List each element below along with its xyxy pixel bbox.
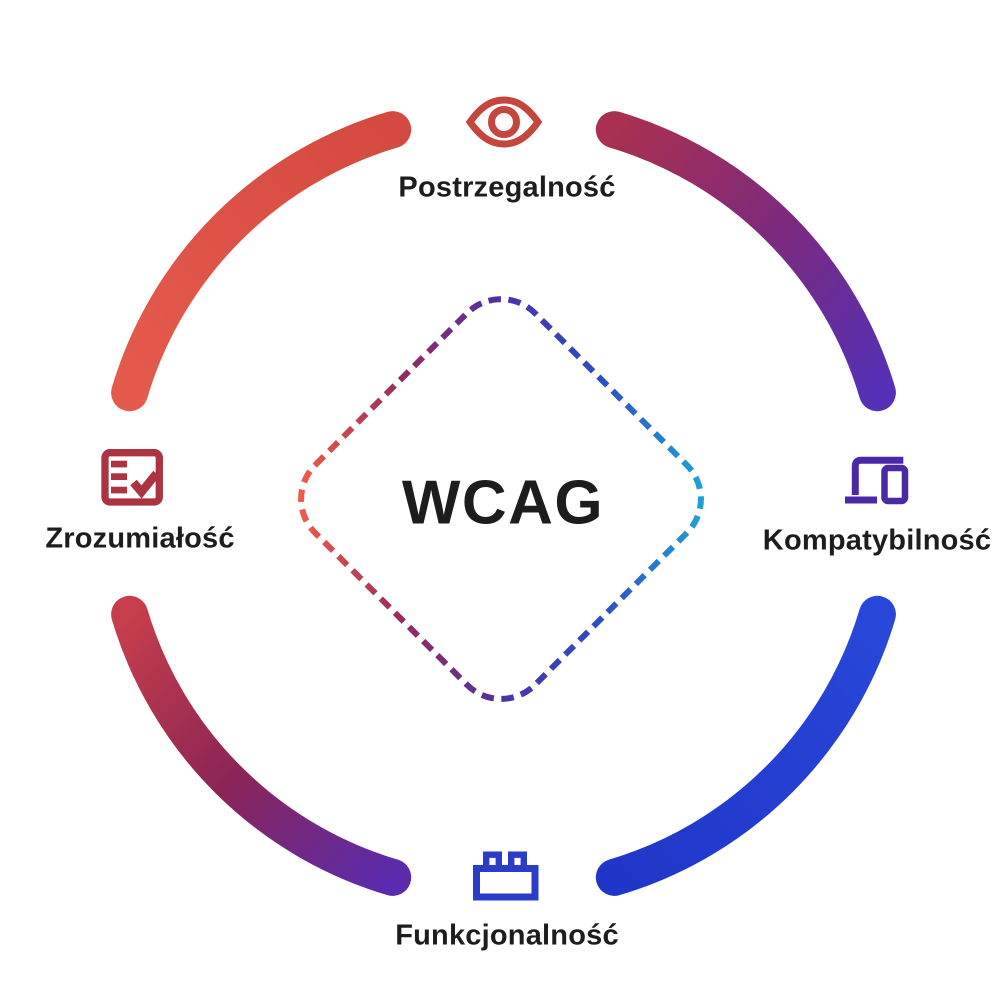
ring-arc-top-left bbox=[111, 111, 412, 412]
label-operable: Funkcjonalność bbox=[395, 919, 619, 952]
ring-arc-top-right bbox=[595, 111, 896, 412]
label-compatible: Kompatybilność bbox=[762, 524, 992, 557]
checklist-frame bbox=[101, 449, 163, 506]
eye-iris bbox=[488, 106, 520, 138]
center-title: WCAG bbox=[401, 468, 605, 538]
label-understandable: Zrozumiałość bbox=[45, 522, 235, 555]
ring bbox=[111, 111, 896, 896]
label-perceivable: Postrzegalność bbox=[398, 171, 616, 204]
brick-body bbox=[473, 865, 539, 901]
brick-icon bbox=[473, 851, 539, 901]
checklist-line-1 bbox=[111, 460, 127, 468]
brick-stud-right bbox=[508, 851, 527, 866]
devices-icon bbox=[845, 456, 909, 505]
eye-outline bbox=[465, 96, 543, 148]
eye-icon bbox=[465, 96, 543, 148]
checklist-line-3 bbox=[111, 486, 127, 494]
laptop-screen bbox=[851, 456, 904, 495]
brick-stud-left bbox=[483, 851, 502, 866]
checklist-icon bbox=[101, 449, 163, 506]
center-diamond-outline bbox=[298, 296, 704, 702]
ring-arc-bottom-right bbox=[595, 595, 896, 896]
phone bbox=[881, 464, 909, 505]
ring-arc-bottom-left bbox=[111, 595, 412, 896]
checklist-line-2 bbox=[111, 473, 127, 480]
checklist-checkmark bbox=[130, 470, 160, 499]
